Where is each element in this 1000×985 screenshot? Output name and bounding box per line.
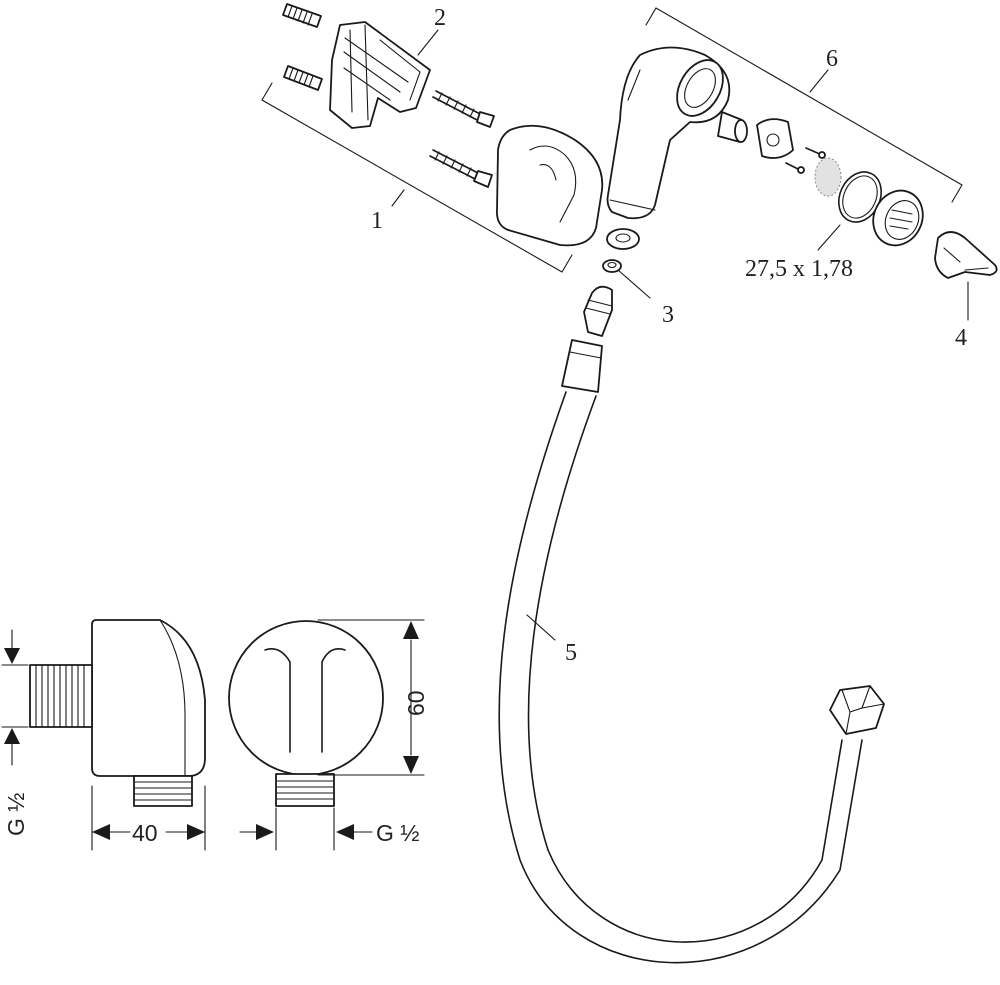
trigger-lever [934, 231, 998, 279]
sieve-disc [814, 157, 842, 197]
washer-small [602, 259, 622, 273]
bracket-group-1 [261, 82, 573, 273]
dim-label-thread-left: G ½ [3, 793, 29, 836]
label-part-5: 5 [565, 640, 577, 666]
leader-lines [391, 29, 969, 641]
dim-label-thread-bottom: G ½ [376, 820, 419, 846]
spray-head [872, 189, 924, 247]
outlet-front-view [228, 620, 384, 807]
valve-disc [756, 118, 794, 159]
hose [498, 285, 885, 964]
bolt-lower [283, 65, 323, 91]
bracket-group-6 [645, 7, 963, 203]
cartridge-small [717, 111, 748, 143]
label-part-4: 4 [955, 325, 967, 351]
screw-lower [429, 149, 493, 188]
label-part-2: 2 [434, 5, 446, 31]
label-part-3: 3 [662, 302, 674, 328]
dim-label-height: 60 [403, 690, 429, 716]
dim-label-width: 40 [132, 820, 158, 846]
screw-upper [432, 90, 495, 128]
outlet-side-view [29, 619, 206, 807]
dim-width-40 [91, 785, 206, 851]
label-part-6: 6 [826, 46, 838, 72]
shower-holder [496, 124, 604, 247]
hand-shower [606, 46, 731, 220]
dim-thread-left [1, 629, 29, 766]
washer-large [606, 228, 640, 250]
label-part-1: 1 [371, 208, 383, 234]
dim-thread-bottom [239, 807, 373, 851]
bolt-upper [282, 3, 322, 28]
tiny-screws [785, 147, 826, 174]
label-oring-size: 27,5 x 1,78 [745, 256, 853, 282]
wall-bracket [329, 21, 431, 129]
dim-height-60 [317, 619, 425, 776]
